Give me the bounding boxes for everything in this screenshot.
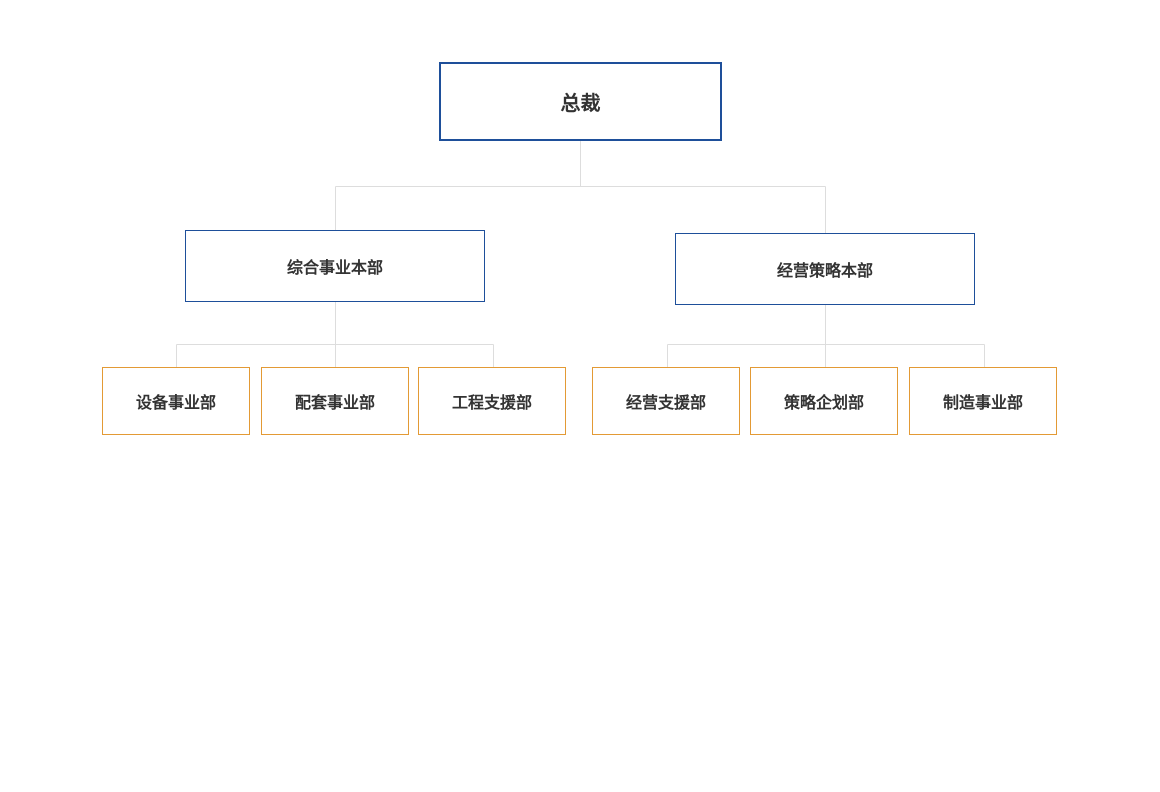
node-division-strategy-label: 经营策略本部 — [776, 261, 873, 280]
node-department-label: 工程支援部 — [451, 393, 532, 412]
node-division-general: 综合事业本部 — [185, 230, 485, 302]
node-department: 设备事业部 — [102, 367, 250, 435]
node-department: 策略企划部 — [750, 367, 898, 435]
node-department: 经营支援部 — [592, 367, 740, 435]
node-department: 制造事业部 — [909, 367, 1057, 435]
node-department-label: 策略企划部 — [783, 393, 864, 412]
node-president-label: 总裁 — [560, 91, 601, 115]
node-division-strategy: 经营策略本部 — [675, 233, 975, 305]
node-division-general-label: 综合事业本部 — [286, 258, 383, 277]
node-president: 总裁 — [439, 62, 722, 141]
node-department: 配套事业部 — [261, 367, 409, 435]
node-department-label: 设备事业部 — [135, 393, 216, 412]
node-department-label: 制造事业部 — [942, 393, 1023, 412]
node-department-label: 配套事业部 — [294, 393, 375, 412]
node-department-label: 经营支援部 — [625, 393, 706, 412]
node-department: 工程支援部 — [418, 367, 566, 435]
